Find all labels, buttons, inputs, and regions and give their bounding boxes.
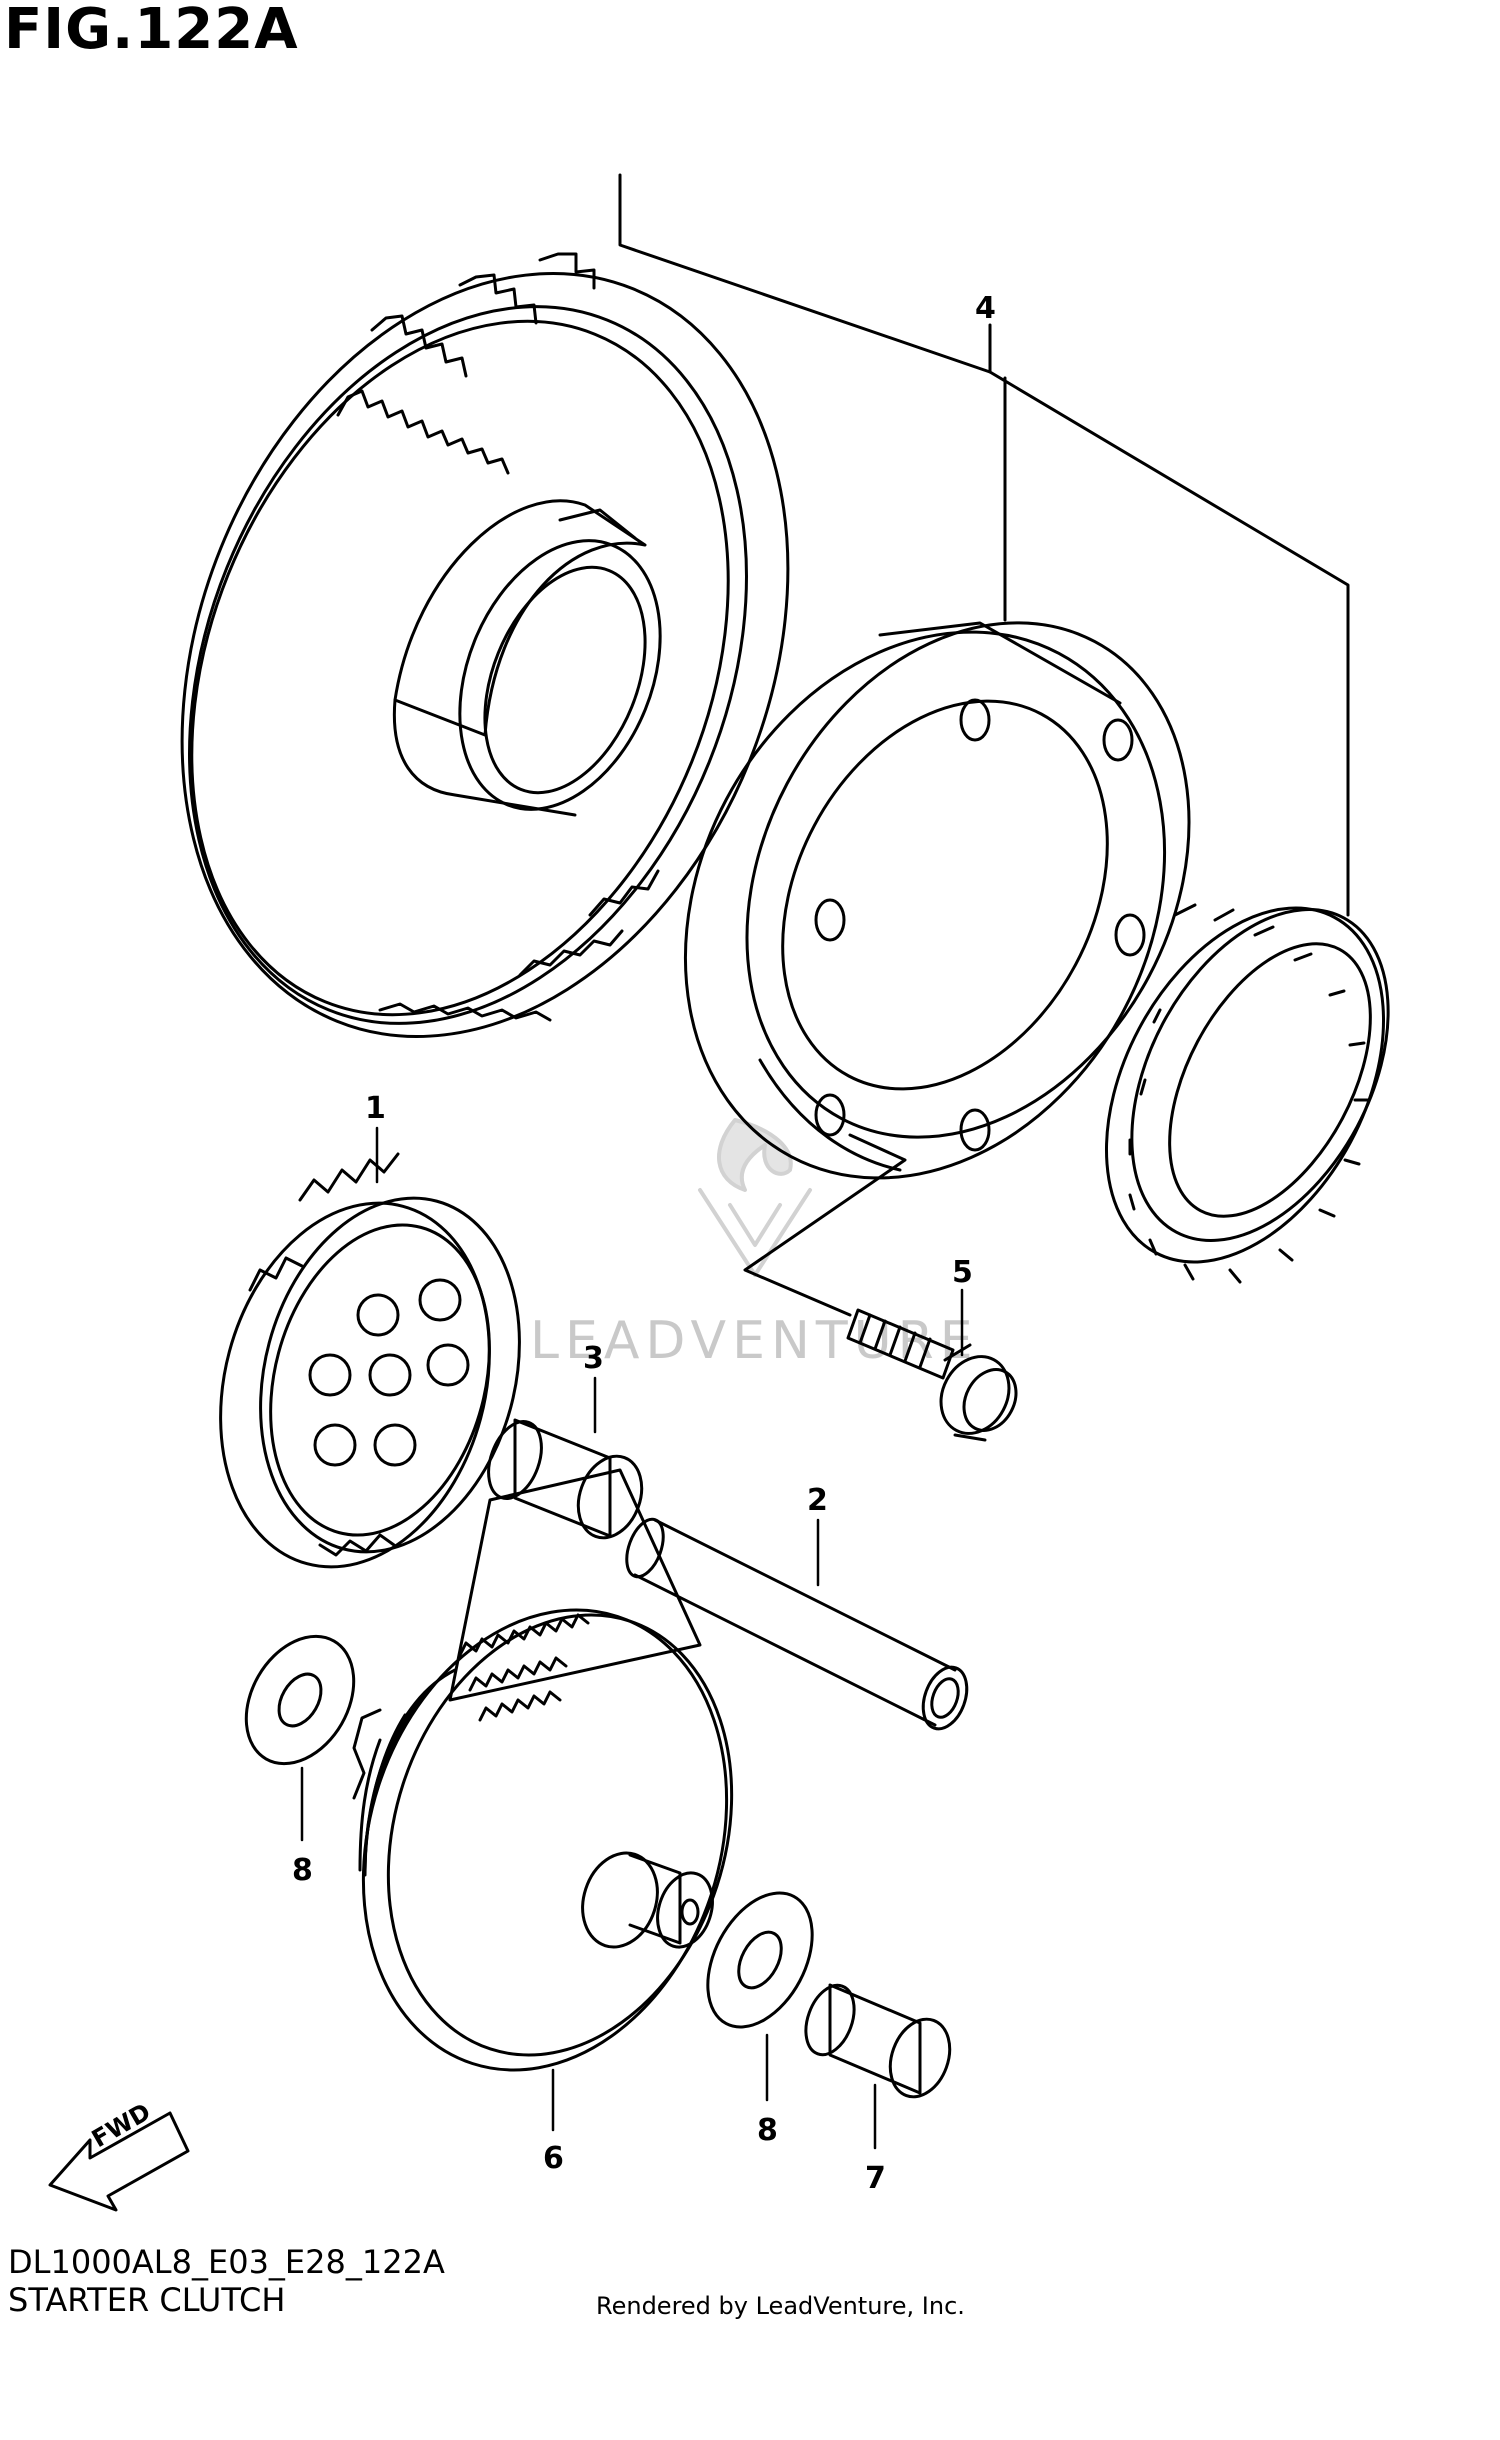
callout-6: 6	[543, 2141, 564, 2176]
callout-leaders	[300, 1126, 964, 2150]
torque-limiter	[352, 1468, 734, 2072]
callout-3: 3	[583, 1341, 604, 1376]
callout-5: 5	[952, 1255, 973, 1290]
model-code: DL1000AL8_E03_E28_122A	[8, 2243, 445, 2281]
callout-1: 1	[365, 1091, 386, 1126]
callout-4: 4	[975, 291, 996, 326]
starter-idle-gear	[219, 1152, 521, 1569]
fwd-label: FWD	[87, 2098, 155, 2154]
leadventure-watermark	[698, 1118, 812, 1277]
section-name: STARTER CLUTCH	[8, 2281, 286, 2319]
callout-8-left: 8	[292, 1853, 313, 1888]
callout-7: 7	[865, 2161, 886, 2196]
callout-2: 2	[807, 1483, 828, 1518]
thrust-washer-right	[706, 1891, 814, 2029]
thrust-washer-left	[244, 1634, 356, 1766]
idle-gear-shaft	[625, 1517, 969, 1731]
callout-8-right: 8	[757, 2113, 778, 2148]
starter-driven-gear	[180, 252, 790, 1038]
starter-clutch-housing	[683, 621, 1191, 1317]
starter-clutch-bolt	[846, 1308, 1018, 1442]
torque-limiter-spacer	[804, 1983, 952, 2099]
callout-4-bracket	[618, 173, 1350, 917]
fwd-arrow	[48, 2111, 190, 2212]
idle-gear-spacer	[487, 1418, 644, 1540]
render-credit: Rendered by LeadVenture, Inc.	[596, 2292, 965, 2320]
figure-title: FIG.122A	[4, 0, 299, 62]
one-way-clutch-sprag	[1104, 903, 1390, 1284]
